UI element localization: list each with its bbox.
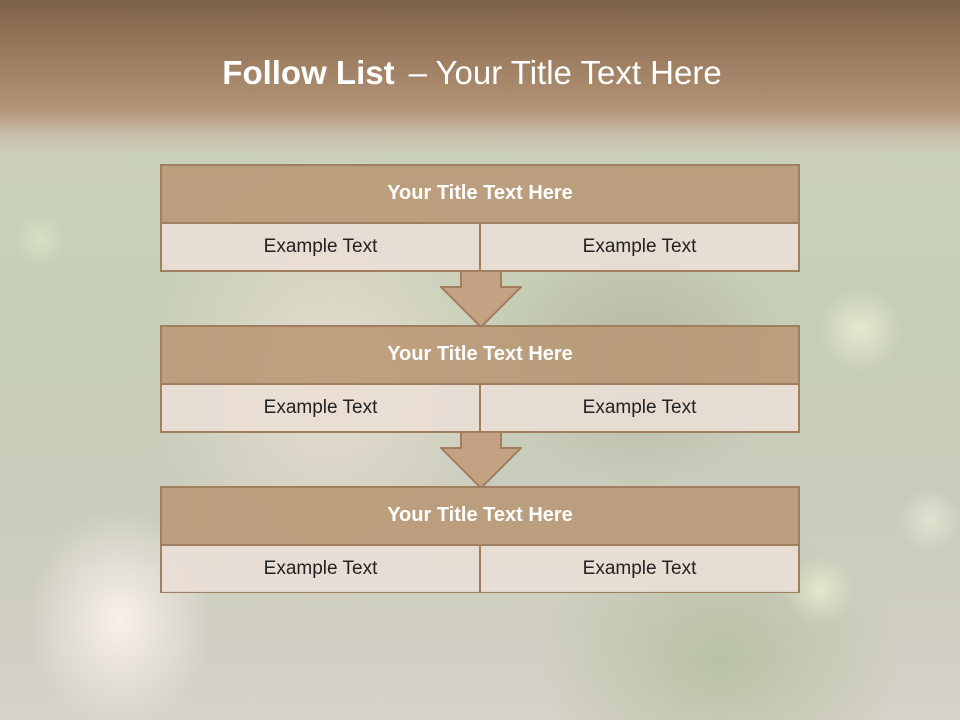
step-row: Example Text Example Text: [162, 224, 798, 270]
step-cell-right: Example Text: [479, 546, 798, 592]
step-cell-right: Example Text: [479, 224, 798, 270]
title-bold: Follow List: [222, 54, 395, 91]
step-row: Example Text Example Text: [162, 546, 798, 592]
step-title: Your Title Text Here: [162, 488, 798, 546]
slide-title: Follow List – Your Title Text Here: [0, 54, 944, 92]
header-band: [0, 0, 960, 155]
step-cell-left: Example Text: [162, 224, 479, 270]
down-arrow-icon: [440, 431, 522, 489]
step-title: Your Title Text Here: [162, 166, 798, 224]
step-block-2: Your Title Text Here Example Text Exampl…: [160, 325, 800, 433]
title-rest: – Your Title Text Here: [408, 54, 722, 91]
step-cell-left: Example Text: [162, 385, 479, 431]
step-row: Example Text Example Text: [162, 385, 798, 431]
down-arrow-icon: [440, 270, 522, 328]
step-cell-left: Example Text: [162, 546, 479, 592]
step-block-1: Your Title Text Here Example Text Exampl…: [160, 164, 800, 272]
step-block-3: Your Title Text Here Example Text Exampl…: [160, 486, 800, 593]
step-cell-right: Example Text: [479, 385, 798, 431]
step-title: Your Title Text Here: [162, 327, 798, 385]
